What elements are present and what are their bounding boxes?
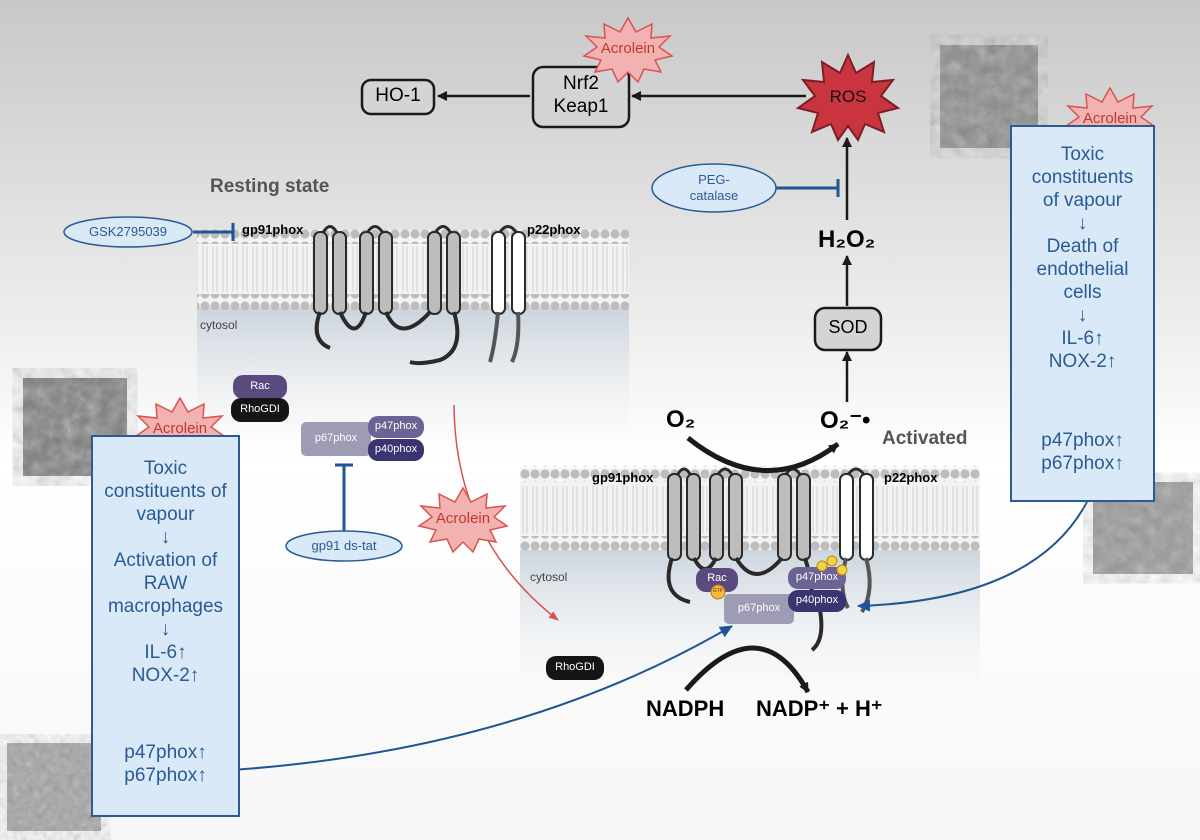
nadp-label: NADP⁺ + H⁺ — [756, 696, 883, 721]
keap1-label: Keap1 — [553, 96, 609, 117]
phosphate-dots — [816, 555, 848, 576]
resting-p40-pill — [368, 439, 424, 461]
peg-catalase-ellipse — [651, 163, 777, 213]
activated-p67-label: p67phox — [737, 602, 781, 614]
left-panel-text-2: p47phox↑ p67phox↑ — [93, 741, 238, 787]
activated-p40-label: p40phox — [795, 594, 839, 606]
o2-label: O₂ — [666, 406, 696, 433]
resting-gp91phox-protein — [313, 225, 461, 366]
right-line: Toxic — [1060, 144, 1105, 165]
nadph-label: NADPH — [646, 696, 725, 721]
pathway-arrows — [437, 91, 852, 694]
acrolein-label-middle: Acrolein — [435, 510, 491, 527]
left-line: p67phox↑ — [124, 765, 207, 786]
gtp-label: GTP — [712, 588, 724, 594]
right-line: ↓ — [1077, 213, 1088, 234]
activated-rhogdi-pill — [546, 656, 604, 680]
resting-state-title: Resting state — [210, 176, 330, 197]
activated-p47-label: p47phox — [795, 571, 839, 583]
right-line: ↓ — [1077, 305, 1088, 326]
left-line: macrophages — [107, 596, 224, 617]
right-panel-text-2: p47phox↑ p67phox↑ — [1012, 429, 1153, 475]
right-panel-text: Toxic constituents of vapour ↓ Death of … — [1012, 143, 1153, 373]
right-line: endothelial — [1036, 259, 1129, 280]
left-line: vapour — [136, 504, 195, 525]
activated-rhogdi-label: RhoGDI — [555, 661, 595, 673]
left-line: ↓ — [160, 619, 171, 640]
micrograph-left-top — [23, 378, 127, 476]
ho1-box — [360, 78, 436, 116]
micrograph-left-bottom — [7, 743, 101, 831]
left-line: RAW — [143, 573, 188, 594]
resting-p67-rect — [301, 422, 371, 456]
sod-box — [813, 306, 883, 352]
resting-p22phox-label: p22phox — [527, 222, 581, 237]
right-line: of vapour — [1042, 190, 1123, 211]
right-line: IL-6↑ — [1061, 328, 1104, 349]
left-info-panel: Toxic constituents of vapour ↓ Activatio… — [91, 435, 240, 817]
peg-catalase-line2: catalase — [689, 188, 739, 203]
ho1-label: HO-1 — [375, 85, 421, 106]
activated-p47-pill — [788, 567, 846, 589]
ros-label: ROS — [829, 87, 867, 106]
activated-p40-pill — [788, 590, 846, 612]
resting-rhogdi-label: RhoGDI — [240, 403, 280, 415]
micrograph-top-right — [940, 45, 1038, 148]
resting-p47-label: p47phox — [374, 420, 418, 432]
ros-burst — [795, 52, 901, 143]
right-info-panel: Toxic constituents of vapour ↓ Death of … — [1010, 125, 1155, 502]
gtp-badge — [710, 584, 726, 600]
acrolein-label-left: Acrolein — [152, 420, 208, 437]
left-line: IL-6↑ — [144, 642, 187, 663]
superoxide-label: O₂⁻• — [820, 407, 871, 434]
left-line: Toxic — [143, 458, 188, 479]
left-panel-arrow — [231, 625, 733, 771]
left-line: ↓ — [160, 527, 171, 548]
peg-catalase-line1: PEG- — [698, 172, 730, 187]
acrolein-burst-middle — [417, 486, 509, 554]
resting-rac-label: Rac — [250, 380, 270, 392]
activated-rac-pill — [696, 568, 738, 592]
resting-rac-pill — [233, 375, 287, 399]
nrf2-keap1-box — [531, 65, 631, 129]
resting-gp91phox-label: gp91phox — [242, 222, 304, 237]
right-line: p47phox↑ — [1041, 430, 1124, 451]
acrolein-label-top: Acrolein — [600, 40, 656, 57]
left-panel-text: Toxic constituents of vapour ↓ Activatio… — [93, 457, 238, 687]
activated-gp91phox-label: gp91phox — [592, 470, 654, 485]
left-line: Activation of — [113, 550, 218, 571]
gp91dstat-label: gp91 ds-tat — [311, 538, 377, 553]
sod-label: SOD — [828, 317, 868, 337]
resting-p40-label: p40phox — [374, 443, 418, 455]
gsk-ellipse — [63, 216, 193, 248]
resting-p22phox-protein — [488, 225, 526, 363]
acrolein-label-right: Acrolein — [1082, 110, 1138, 127]
nrf2-label: Nrf2 — [563, 73, 599, 94]
right-line: constituents — [1031, 167, 1134, 188]
left-line: NOX-2↑ — [131, 665, 200, 686]
acrolein-burst-top — [582, 16, 674, 84]
left-line: p47phox↑ — [124, 742, 207, 763]
activated-cytosol-label: cytosol — [530, 570, 568, 584]
left-line: constituents of — [104, 481, 227, 502]
activated-p67-rect — [724, 594, 794, 624]
right-panel-arrow — [857, 495, 1091, 612]
activated-title: Activated — [882, 428, 968, 449]
right-line: p67phox↑ — [1041, 453, 1124, 474]
activated-p22phox-label: p22phox — [884, 470, 938, 485]
activated-rac-label: Rac — [707, 572, 727, 584]
h2o2-label: H₂O₂ — [818, 226, 876, 253]
resting-p47-pill — [368, 416, 424, 438]
resting-rhogdi-pill — [231, 398, 289, 422]
inhibitor-lines — [193, 179, 840, 532]
right-line: NOX-2↑ — [1048, 351, 1117, 372]
resting-p67-label: p67phox — [314, 432, 358, 444]
right-line: Death of — [1046, 236, 1119, 257]
gsk-label: GSK2795039 — [88, 224, 168, 239]
gp91dstat-ellipse — [285, 530, 403, 562]
right-line: cells — [1063, 282, 1102, 303]
resting-cytosol-label: cytosol — [200, 318, 238, 332]
